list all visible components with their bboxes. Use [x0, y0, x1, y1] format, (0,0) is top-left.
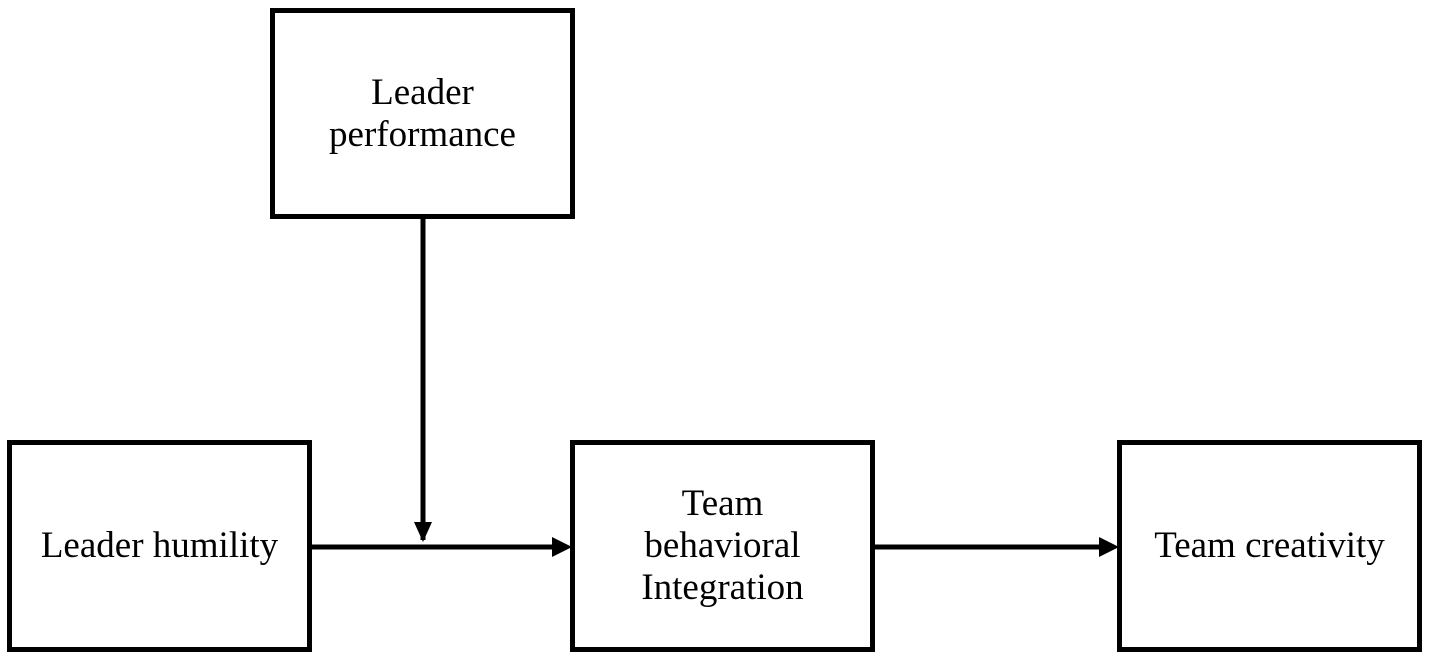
leader-performance-box: Leader performance: [270, 8, 575, 219]
leader-performance-line-1: Leader: [371, 71, 474, 113]
moderator-arrowhead: [414, 522, 432, 542]
humility-to-integration-arrowhead: [552, 537, 572, 557]
integration-to-creativity-arrowhead: [1099, 537, 1119, 557]
team-creativity-label: Team creativity: [1154, 525, 1385, 566]
team-bi-line-2: behavioral: [644, 525, 801, 566]
team-creativity-box: Team creativity: [1117, 440, 1422, 652]
leader-humility-box: Leader humility: [7, 440, 312, 652]
team-bi-line-3: Integration: [641, 567, 804, 608]
leader-humility-label: Leader humility: [40, 525, 279, 566]
leader-performance-line-2: performance: [329, 113, 516, 155]
team-behavioral-integration-box: Team behavioral Integration: [570, 440, 875, 652]
team-bi-line-1: Team: [681, 483, 764, 524]
